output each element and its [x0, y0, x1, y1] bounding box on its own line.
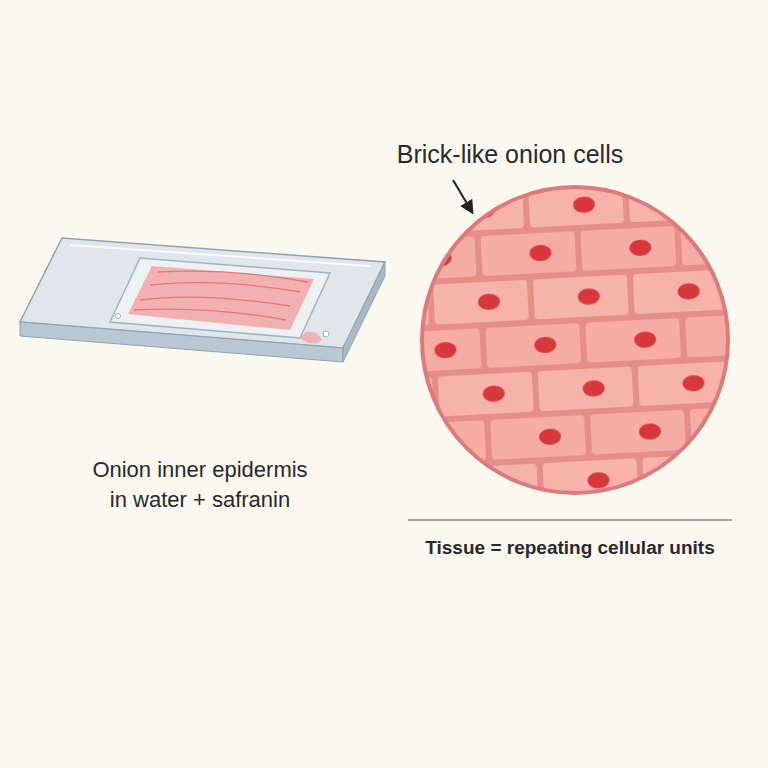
separator-line — [408, 519, 732, 520]
cover-slip — [110, 258, 330, 344]
microscope-slide — [20, 238, 385, 362]
callout-label: Brick-like onion cells — [360, 138, 660, 172]
leader-arrow — [453, 180, 472, 212]
slide-label: Onion inner epidermis in water + safrani… — [82, 455, 318, 514]
magnified-cells — [420, 185, 730, 495]
caption-text: Tissue = repeating cellular units — [405, 535, 735, 561]
